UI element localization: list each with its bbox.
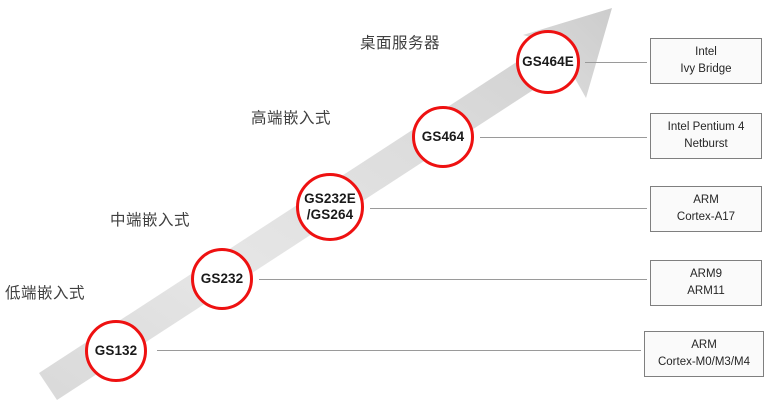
- cmp-box-arm-cortex-a17-line1: ARM: [693, 194, 719, 207]
- node-gs232-label: GS232: [200, 271, 244, 287]
- connector-gs232: [259, 279, 647, 280]
- cmp-box-intel-ivy-bridge-line1: Intel: [695, 46, 717, 59]
- cmp-box-intel-ivy-bridge[interactable]: Intel Ivy Bridge: [650, 38, 762, 84]
- connector-gs464e: [585, 62, 647, 63]
- cmp-box-intel-pentium4-line2: Netburst: [684, 138, 728, 150]
- node-gs132[interactable]: GS132: [85, 320, 147, 382]
- cmp-box-arm9-arm11-line1: ARM9: [690, 268, 722, 281]
- node-gs264-label: /GS264: [306, 207, 354, 222]
- cmp-box-arm-cortex-m-line2: Cortex-M0/M3/M4: [657, 356, 751, 368]
- node-gs232[interactable]: GS232: [191, 248, 253, 310]
- node-gs464e[interactable]: GS464E: [516, 30, 580, 94]
- node-gs464-label: GS464: [421, 129, 465, 145]
- cmp-box-arm9-arm11-line2: ARM11: [687, 285, 725, 297]
- node-gs464[interactable]: GS464: [412, 106, 474, 168]
- cmp-box-arm-cortex-a17[interactable]: ARM Cortex-A17: [650, 186, 762, 232]
- tier-label-desktop-server: 桌面服务器: [360, 34, 441, 52]
- connector-gs464: [480, 137, 647, 138]
- cmp-box-arm-cortex-a17-line2: Cortex-A17: [676, 211, 736, 223]
- cmp-box-arm9-arm11[interactable]: ARM9 ARM11: [650, 260, 762, 306]
- node-gs464e-label: GS464E: [522, 54, 574, 70]
- cmp-box-intel-pentium4[interactable]: Intel Pentium 4 Netburst: [650, 113, 762, 159]
- tier-label-low-end-embedded: 低端嵌入式: [5, 284, 86, 302]
- connector-gs264: [370, 208, 647, 209]
- cmp-box-intel-pentium4-line1: Intel Pentium 4: [667, 121, 745, 134]
- node-gs232e-label: GS232E: [304, 191, 356, 207]
- node-gs132-label: GS132: [94, 343, 138, 359]
- connector-gs132: [157, 350, 641, 351]
- tier-label-mid-end-embedded: 中端嵌入式: [110, 211, 191, 229]
- tier-label-high-end-embedded: 高端嵌入式: [251, 109, 332, 127]
- cmp-box-arm-cortex-m[interactable]: ARM Cortex-M0/M3/M4: [644, 331, 764, 377]
- cmp-box-arm-cortex-m-line1: ARM: [691, 339, 717, 352]
- cmp-box-intel-ivy-bridge-line2: Ivy Bridge: [680, 63, 732, 75]
- node-gs232e-gs264[interactable]: GS232E /GS264: [296, 173, 364, 241]
